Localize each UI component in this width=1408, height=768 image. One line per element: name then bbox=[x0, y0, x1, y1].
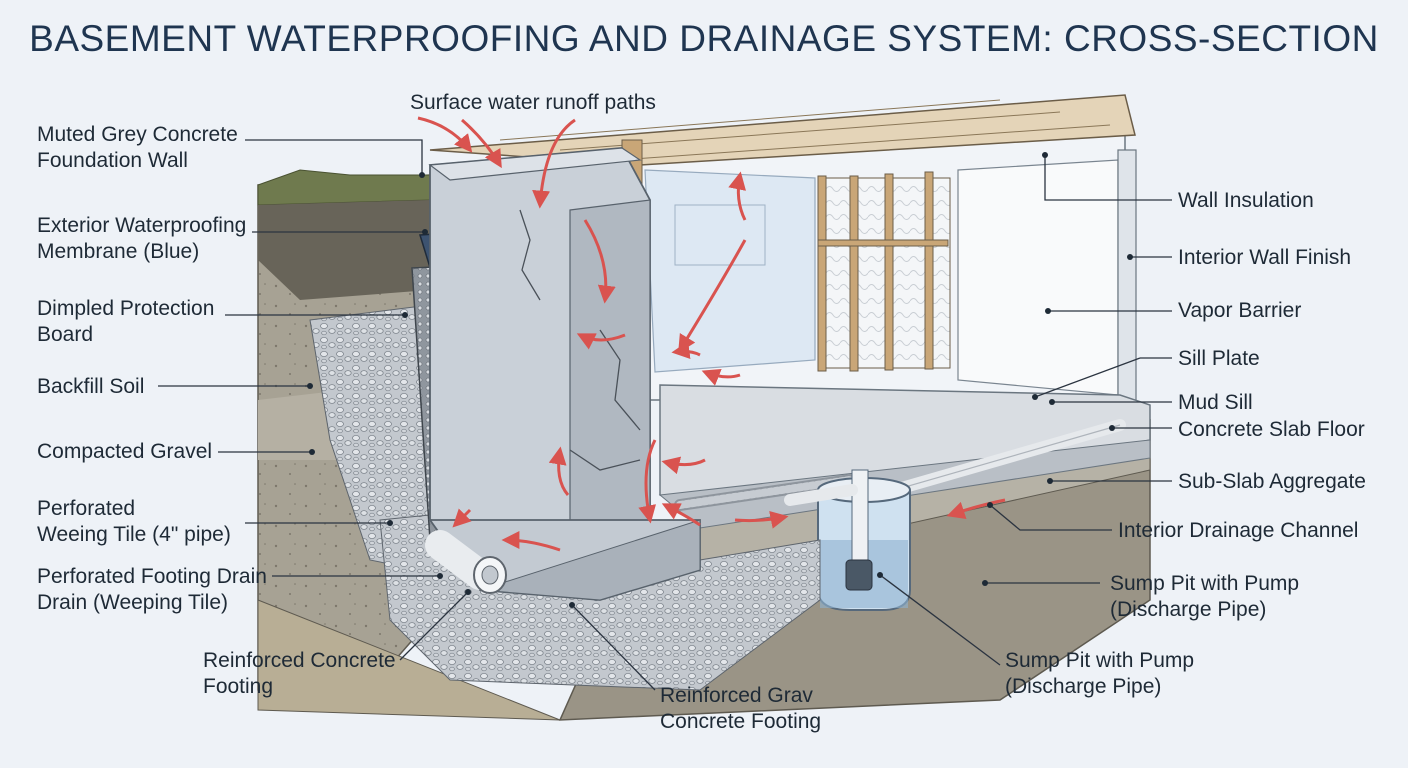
label-footing: Reinforced Concrete Footing bbox=[203, 648, 396, 700]
label-interior-channel: Interior Drainage Channel bbox=[1118, 519, 1359, 542]
label-gravel: Compacted Gravel bbox=[37, 440, 213, 463]
label-surface-runoff: Surface water runoff paths bbox=[410, 91, 656, 114]
label-line: (Discharge Pipe) bbox=[1005, 675, 1162, 698]
label-slab-floor: Concrete Slab Floor bbox=[1178, 418, 1365, 441]
label-line: Reinforced Grav bbox=[660, 684, 813, 707]
label-line: Concrete Footing bbox=[660, 710, 822, 733]
label-grav-footing: Reinforced Grav Concrete Footing bbox=[660, 683, 821, 735]
label-dimpled-board: Dimpled Protection Board bbox=[37, 296, 214, 348]
label-line: Foundation Wall bbox=[37, 149, 188, 172]
wall-insulation-studs bbox=[817, 171, 951, 372]
label-mud-sill: Mud Sill bbox=[1178, 391, 1253, 414]
weeping-tile-pipe bbox=[425, 530, 507, 594]
label-line: Sump Pit with Pump bbox=[1110, 572, 1300, 595]
diagram-title: BASEMENT WATERPROOFING AND DRAINAGE SYST… bbox=[29, 18, 1379, 59]
label-sump-right: Sump Pit with Pump (Discharge Pipe) bbox=[1110, 571, 1299, 623]
label-line: Perforated Footing Drain bbox=[37, 565, 267, 588]
label-line: Sump Pit with Pump bbox=[1005, 649, 1195, 672]
label-line: Muted Grey Concrete bbox=[37, 123, 238, 146]
label-line: Membrane (Blue) bbox=[37, 240, 200, 263]
label-line: Reinforced Concrete bbox=[203, 649, 396, 672]
foundation-wall bbox=[428, 147, 651, 546]
leader-dots bbox=[307, 152, 1133, 608]
label-line: Exterior Waterproofing bbox=[37, 214, 247, 237]
label-line: Board bbox=[37, 323, 94, 346]
label-foundation-wall: Muted Grey Concrete Foundation Wall bbox=[37, 122, 238, 174]
label-interior-finish: Interior Wall Finish bbox=[1178, 246, 1352, 269]
label-backfill: Backfill Soil bbox=[37, 375, 145, 398]
label-sill-plate: Sill Plate bbox=[1178, 347, 1260, 370]
label-sump-bottom: Sump Pit with Pump (Discharge Pipe) bbox=[1005, 648, 1194, 700]
label-line: Perforated bbox=[37, 497, 136, 520]
label-line: Dimpled Protection bbox=[37, 297, 215, 320]
label-line: (Discharge Pipe) bbox=[1110, 598, 1267, 621]
label-line: Weeing Tile (4" pipe) bbox=[37, 523, 231, 546]
water-flow-arrows bbox=[417, 116, 1006, 552]
label-wall-insulation: Wall Insulation bbox=[1178, 189, 1314, 212]
label-membrane: Exterior Waterproofing Membrane (Blue) bbox=[37, 213, 246, 265]
label-sub-slab: Sub-Slab Aggregate bbox=[1178, 470, 1366, 493]
label-line: Drain (Weeping Tile) bbox=[37, 591, 229, 614]
leader-lines bbox=[158, 139, 1172, 691]
label-weeping-tile: Perforated Weeing Tile (4" pipe) bbox=[37, 496, 231, 548]
label-footing-drain: Perforated Footing Drain Drain (Weeping … bbox=[37, 564, 267, 616]
label-line: Footing bbox=[203, 675, 274, 698]
label-vapor-barrier: Vapor Barrier bbox=[1178, 299, 1302, 322]
